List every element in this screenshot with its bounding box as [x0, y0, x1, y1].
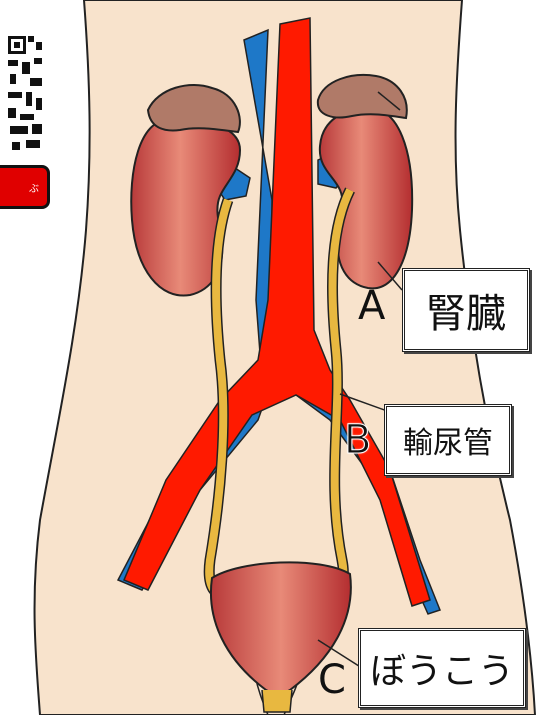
sidebar-button-text: ぶ — [29, 180, 39, 195]
label-kidney: 腎臓 — [402, 268, 530, 352]
label-letter-b: B — [344, 420, 371, 460]
label-letter-c: C — [318, 660, 346, 700]
label-bladder-text: ぼうこう — [370, 642, 514, 694]
label-ureter: 輸尿管 — [384, 404, 512, 476]
sidebar-red-button[interactable]: ぶ — [0, 165, 50, 209]
label-letter-a: A — [358, 286, 385, 326]
qr-code-pattern — [0, 22, 44, 162]
qr-code — [0, 22, 44, 162]
label-ureter-text: 輸尿管 — [403, 418, 493, 462]
label-bladder: ぼうこう — [358, 628, 526, 708]
label-kidney-text: 腎臓 — [426, 281, 506, 339]
